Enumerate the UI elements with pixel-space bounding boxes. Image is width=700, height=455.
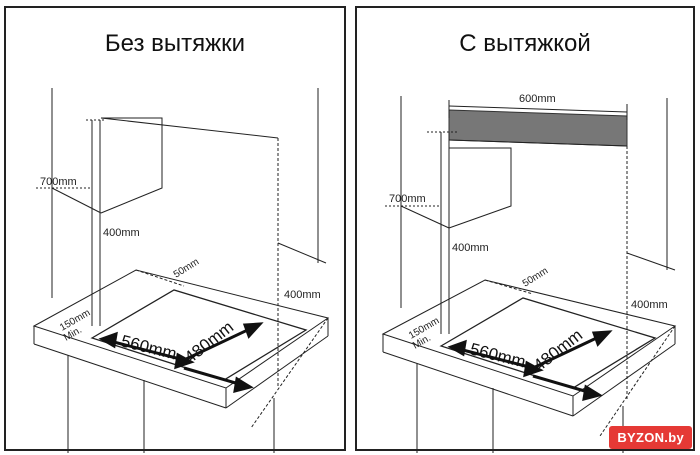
panel-without-hood: Без вытяжки xyxy=(4,6,346,453)
byzon-watermark: BYZON.by xyxy=(609,426,692,449)
dim-50-label-right: 50mm xyxy=(521,265,550,289)
diagram-without-hood: 700mm 400mm 400mm 50mm 560mm 480mm 150mm… xyxy=(32,88,330,453)
dim-400-cabinet-label-right: 400mm xyxy=(452,242,489,254)
diagram-with-hood: 600mm 700mm 400mm 400mm 50mm 560mm 480mm… xyxy=(381,93,677,453)
dim-700-label-right: 700mm xyxy=(389,193,426,205)
dim-400-cabinet-label: 400mm xyxy=(103,227,140,239)
dim-480-label-right: 480mm xyxy=(530,325,586,375)
dim-50-label: 50mm xyxy=(172,256,201,280)
dim-400-side-label: 400mm xyxy=(284,289,321,301)
dim-700-label: 700mm xyxy=(40,176,77,188)
dim-560-label: 560mm xyxy=(119,331,179,363)
dim-600-label: 600mm xyxy=(519,93,556,105)
dim-480-label: 480mm xyxy=(181,317,237,367)
dim-400-side-label-right: 400mm xyxy=(631,299,668,311)
panel-title-with-hood: С вытяжкой xyxy=(459,30,591,57)
dim-560-label-right: 560mm xyxy=(468,339,528,371)
panel-with-hood: С вытяжкой xyxy=(355,6,695,453)
panel-title-without-hood: Без вытяжки xyxy=(104,30,246,57)
